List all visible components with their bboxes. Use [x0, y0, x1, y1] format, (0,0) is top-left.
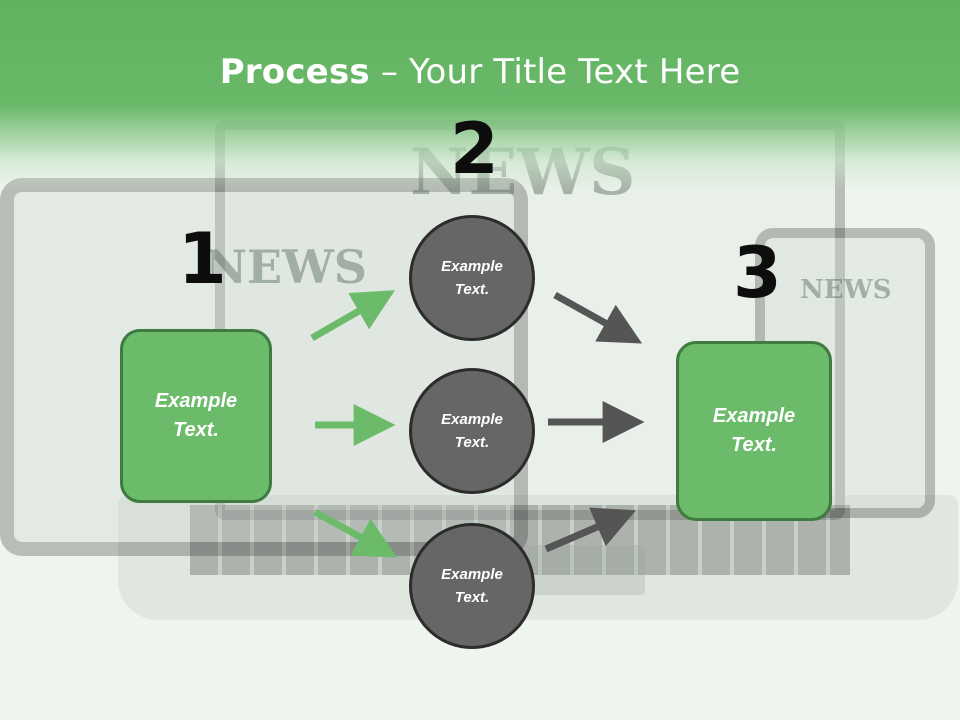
process-circle-bottom: Example Text. [409, 523, 535, 649]
arrow-left-to-bottom [313, 508, 398, 558]
process-circle-top: Example Text. [409, 215, 535, 341]
header-band [0, 0, 960, 190]
process-circle-middle: Example Text. [409, 368, 535, 494]
right-process-box: Example Text. [676, 341, 832, 521]
step-number-1: 1 [178, 218, 227, 300]
step-number-2: 2 [450, 108, 499, 190]
title-rest: – Your Title Text Here [369, 52, 741, 92]
tablet-news-word: NEWS [205, 240, 367, 294]
arrow-top-to-right [553, 291, 643, 344]
circle-bottom-text: Example Text. [441, 566, 503, 606]
circle-middle-text: Example Text. [441, 411, 503, 451]
slide-title: Process – Your Title Text Here [0, 52, 960, 92]
arrow-left-to-top [310, 290, 395, 342]
left-process-box: Example Text. [120, 329, 272, 503]
circle-top-text: Example Text. [441, 258, 503, 298]
arrow-bottom-to-right [544, 507, 637, 553]
right-box-text: Example Text. [712, 405, 796, 456]
phone-news-word: NEWS [800, 275, 892, 305]
left-box-text: Example Text. [154, 390, 238, 441]
title-bold: Process [219, 52, 370, 92]
step-number-3: 3 [733, 232, 782, 314]
